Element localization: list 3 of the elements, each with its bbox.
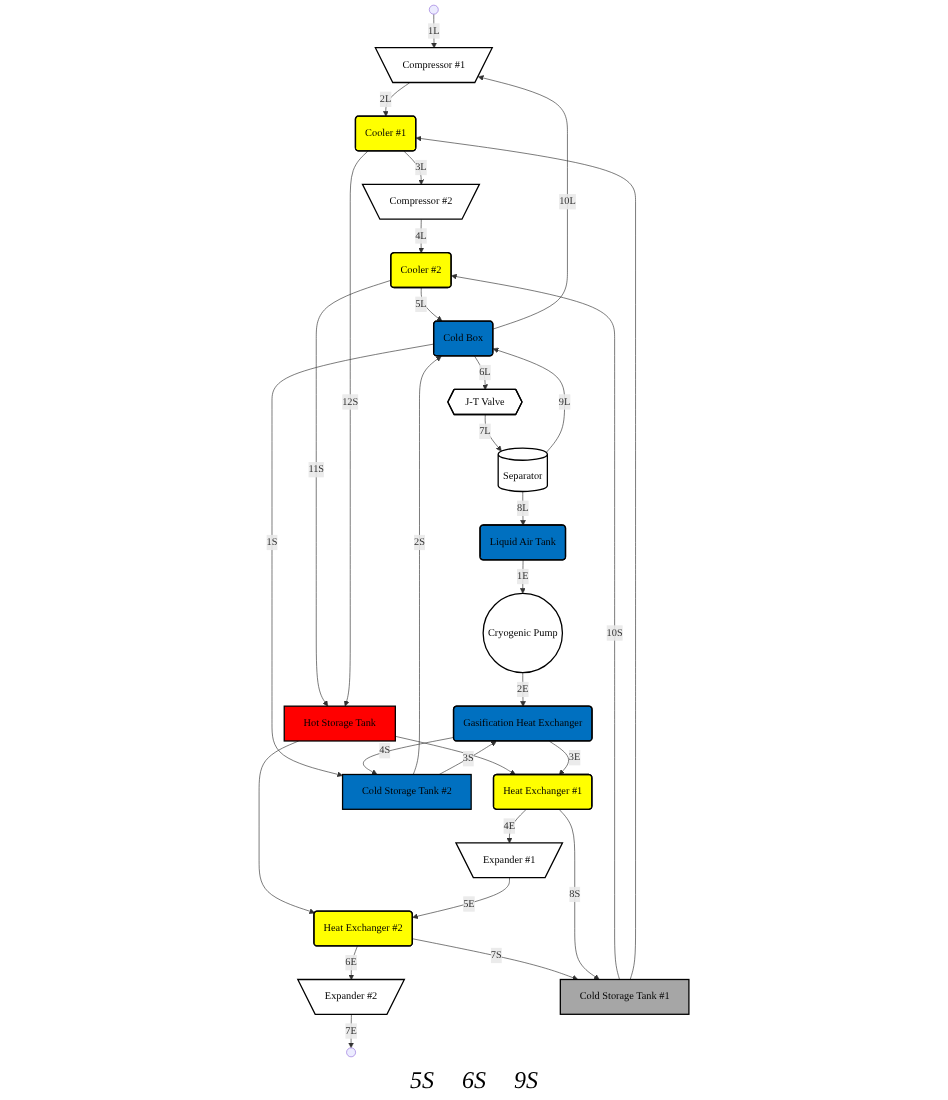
stream-label: 6S [462,1066,486,1096]
stream-label: 5S [410,1066,434,1096]
stream-label: 9S [514,1066,538,1096]
